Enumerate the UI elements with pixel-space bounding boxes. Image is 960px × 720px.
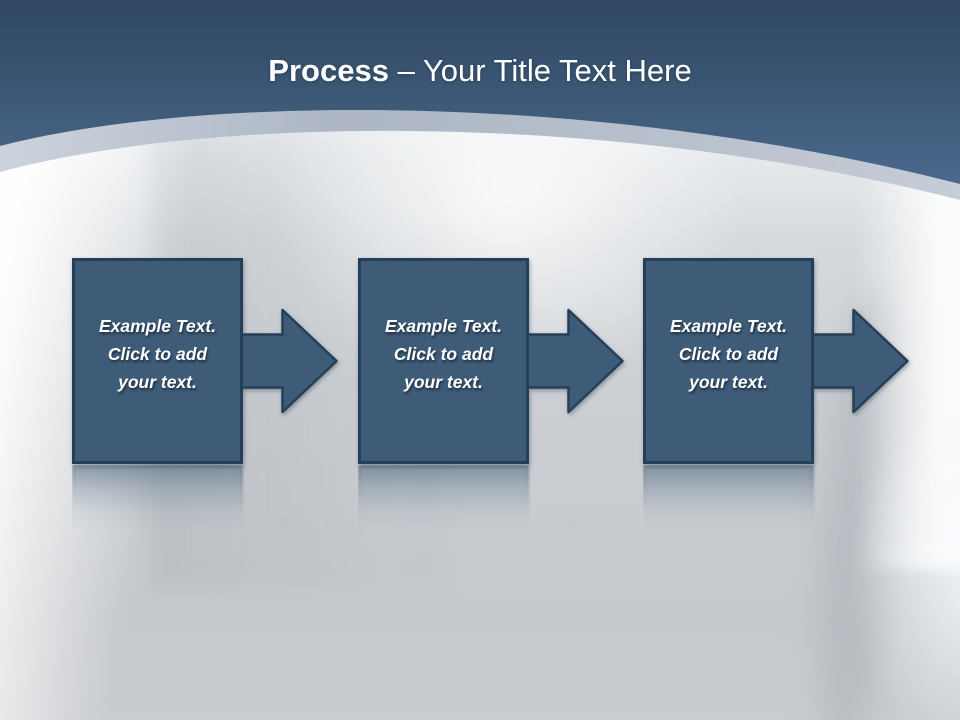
title-rest: Your Title Text Here — [422, 53, 692, 88]
step-text: Example Text. Click to add your text. — [669, 316, 788, 392]
process-step-2[interactable]: Example Text. Click to add your text. — [358, 258, 626, 548]
step-reflection — [643, 465, 911, 545]
step-text: Example Text. Click to add your text. — [384, 316, 503, 392]
step-box-arrow-shape — [358, 258, 624, 464]
step-reflection — [72, 465, 340, 545]
header-banner — [0, 0, 960, 200]
step-text: Example Text. Click to add your text. — [98, 316, 217, 392]
slide-title: Process – Your Title Text Here — [0, 50, 960, 92]
title-separator: – — [397, 53, 415, 88]
step-reflection — [358, 465, 626, 545]
title-emphasis: Process — [268, 53, 389, 88]
step-box-arrow-shape — [72, 258, 338, 464]
header-blue-curve — [0, 0, 960, 184]
process-step-3[interactable]: Example Text. Click to add your text. — [643, 258, 911, 548]
process-step-1[interactable]: Example Text. Click to add your text. — [72, 258, 340, 548]
step-box-arrow-shape — [643, 258, 909, 464]
